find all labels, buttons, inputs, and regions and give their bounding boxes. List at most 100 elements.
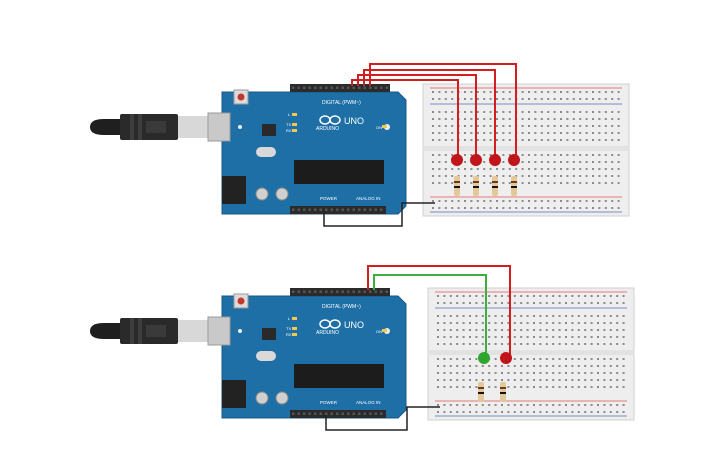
resistor[interactable] bbox=[473, 176, 479, 196]
header-pin[interactable] bbox=[314, 412, 317, 416]
header-pin[interactable] bbox=[347, 412, 350, 416]
breadboard-hole bbox=[585, 161, 588, 163]
wire-red[interactable] bbox=[369, 63, 517, 158]
header-pin[interactable] bbox=[297, 412, 301, 416]
header-pin[interactable] bbox=[319, 412, 323, 416]
header-pin[interactable] bbox=[297, 208, 301, 212]
arduino-uno-board[interactable]: UNO ARDUINO DIGITAL (PWM~) POWER ANALOG … bbox=[207, 84, 407, 215]
header-pin[interactable] bbox=[374, 290, 378, 294]
header-pin[interactable] bbox=[308, 290, 312, 294]
wire-red[interactable] bbox=[357, 74, 477, 158]
header-pin[interactable] bbox=[341, 86, 345, 90]
header-pin[interactable] bbox=[325, 290, 328, 294]
header-pin[interactable] bbox=[297, 86, 301, 90]
arduino-uno-board[interactable]: UNO ARDUINO DIGITAL (PWM~) POWER ANALOG … bbox=[207, 288, 407, 419]
header-pin[interactable] bbox=[303, 208, 306, 212]
header-pin[interactable] bbox=[385, 86, 389, 90]
header-pin[interactable] bbox=[292, 208, 295, 212]
header-pin[interactable] bbox=[336, 290, 339, 294]
wire-red[interactable] bbox=[351, 79, 459, 158]
wire-red[interactable] bbox=[367, 265, 511, 362]
header-pin[interactable] bbox=[363, 208, 367, 212]
header-pin[interactable] bbox=[347, 290, 350, 294]
header-pin[interactable] bbox=[369, 412, 372, 416]
resistor[interactable] bbox=[454, 176, 460, 196]
usb-cable[interactable] bbox=[90, 318, 208, 344]
header-pin[interactable] bbox=[308, 208, 312, 212]
led-red[interactable] bbox=[451, 154, 463, 166]
header-pin[interactable] bbox=[314, 86, 317, 90]
header-pin[interactable] bbox=[358, 86, 361, 90]
header-pin[interactable] bbox=[330, 86, 334, 90]
header-pin[interactable] bbox=[369, 290, 372, 294]
usb-cable[interactable] bbox=[90, 114, 208, 140]
wire-green[interactable] bbox=[373, 274, 487, 362]
header-pin[interactable] bbox=[352, 412, 356, 416]
header-pin[interactable] bbox=[374, 208, 378, 212]
resistor[interactable] bbox=[492, 176, 498, 196]
header-pin[interactable] bbox=[352, 208, 356, 212]
header-pin[interactable] bbox=[363, 412, 367, 416]
header-pin[interactable] bbox=[330, 290, 334, 294]
header-pin[interactable] bbox=[385, 290, 389, 294]
header-pin[interactable] bbox=[325, 208, 328, 212]
header-pin[interactable] bbox=[319, 86, 323, 90]
breadboard-1[interactable] bbox=[422, 83, 630, 217]
breadboard-hole bbox=[611, 168, 614, 170]
breadboard-hole bbox=[604, 125, 607, 127]
header-pin[interactable] bbox=[347, 208, 350, 212]
header-pin[interactable] bbox=[363, 86, 367, 90]
header-pin[interactable] bbox=[319, 208, 323, 212]
header-pin[interactable] bbox=[358, 208, 361, 212]
header-pin[interactable] bbox=[347, 86, 350, 90]
header-pin[interactable] bbox=[380, 208, 383, 212]
led-green[interactable] bbox=[478, 352, 490, 364]
header-pin[interactable] bbox=[292, 412, 295, 416]
header-pin[interactable] bbox=[358, 412, 361, 416]
header-pin[interactable] bbox=[341, 290, 345, 294]
wire-black[interactable] bbox=[325, 406, 440, 431]
header-pin[interactable] bbox=[380, 412, 383, 416]
led-red[interactable] bbox=[500, 352, 512, 364]
header-pin[interactable] bbox=[341, 412, 345, 416]
header-pin[interactable] bbox=[352, 290, 356, 294]
header-pin[interactable] bbox=[325, 86, 328, 90]
header-pin[interactable] bbox=[352, 86, 356, 90]
header-pin[interactable] bbox=[319, 290, 323, 294]
header-pin[interactable] bbox=[314, 290, 317, 294]
header-pin[interactable] bbox=[380, 86, 383, 90]
led-red[interactable] bbox=[470, 154, 482, 166]
resistor[interactable] bbox=[500, 382, 506, 402]
header-pin[interactable] bbox=[358, 290, 361, 294]
breadboard-hole bbox=[533, 358, 535, 360]
header-pin[interactable] bbox=[341, 208, 345, 212]
header-pin[interactable] bbox=[336, 86, 339, 90]
header-pin[interactable] bbox=[314, 208, 317, 212]
header-pin[interactable] bbox=[330, 412, 334, 416]
header-pin[interactable] bbox=[297, 290, 301, 294]
header-pin[interactable] bbox=[303, 86, 306, 90]
header-pin[interactable] bbox=[292, 86, 295, 90]
header-pin[interactable] bbox=[325, 412, 328, 416]
header-pin[interactable] bbox=[369, 86, 372, 90]
header-pin[interactable] bbox=[303, 290, 306, 294]
wire-red[interactable] bbox=[363, 69, 496, 158]
resistor[interactable] bbox=[478, 382, 484, 402]
led-red[interactable] bbox=[489, 154, 501, 166]
header-pin[interactable] bbox=[308, 412, 312, 416]
header-pin[interactable] bbox=[369, 208, 372, 212]
led-red[interactable] bbox=[508, 154, 520, 166]
breadboard-2[interactable] bbox=[427, 287, 635, 421]
header-pin[interactable] bbox=[336, 412, 339, 416]
header-pin[interactable] bbox=[303, 412, 306, 416]
header-pin[interactable] bbox=[380, 290, 383, 294]
header-pin[interactable] bbox=[292, 290, 295, 294]
header-pin[interactable] bbox=[308, 86, 312, 90]
header-pin[interactable] bbox=[374, 86, 378, 90]
header-pin[interactable] bbox=[336, 208, 339, 212]
header-pin[interactable] bbox=[330, 208, 334, 212]
header-pin[interactable] bbox=[363, 290, 367, 294]
header-pin[interactable] bbox=[374, 412, 378, 416]
wire-black[interactable] bbox=[323, 202, 435, 227]
resistor[interactable] bbox=[511, 176, 517, 196]
